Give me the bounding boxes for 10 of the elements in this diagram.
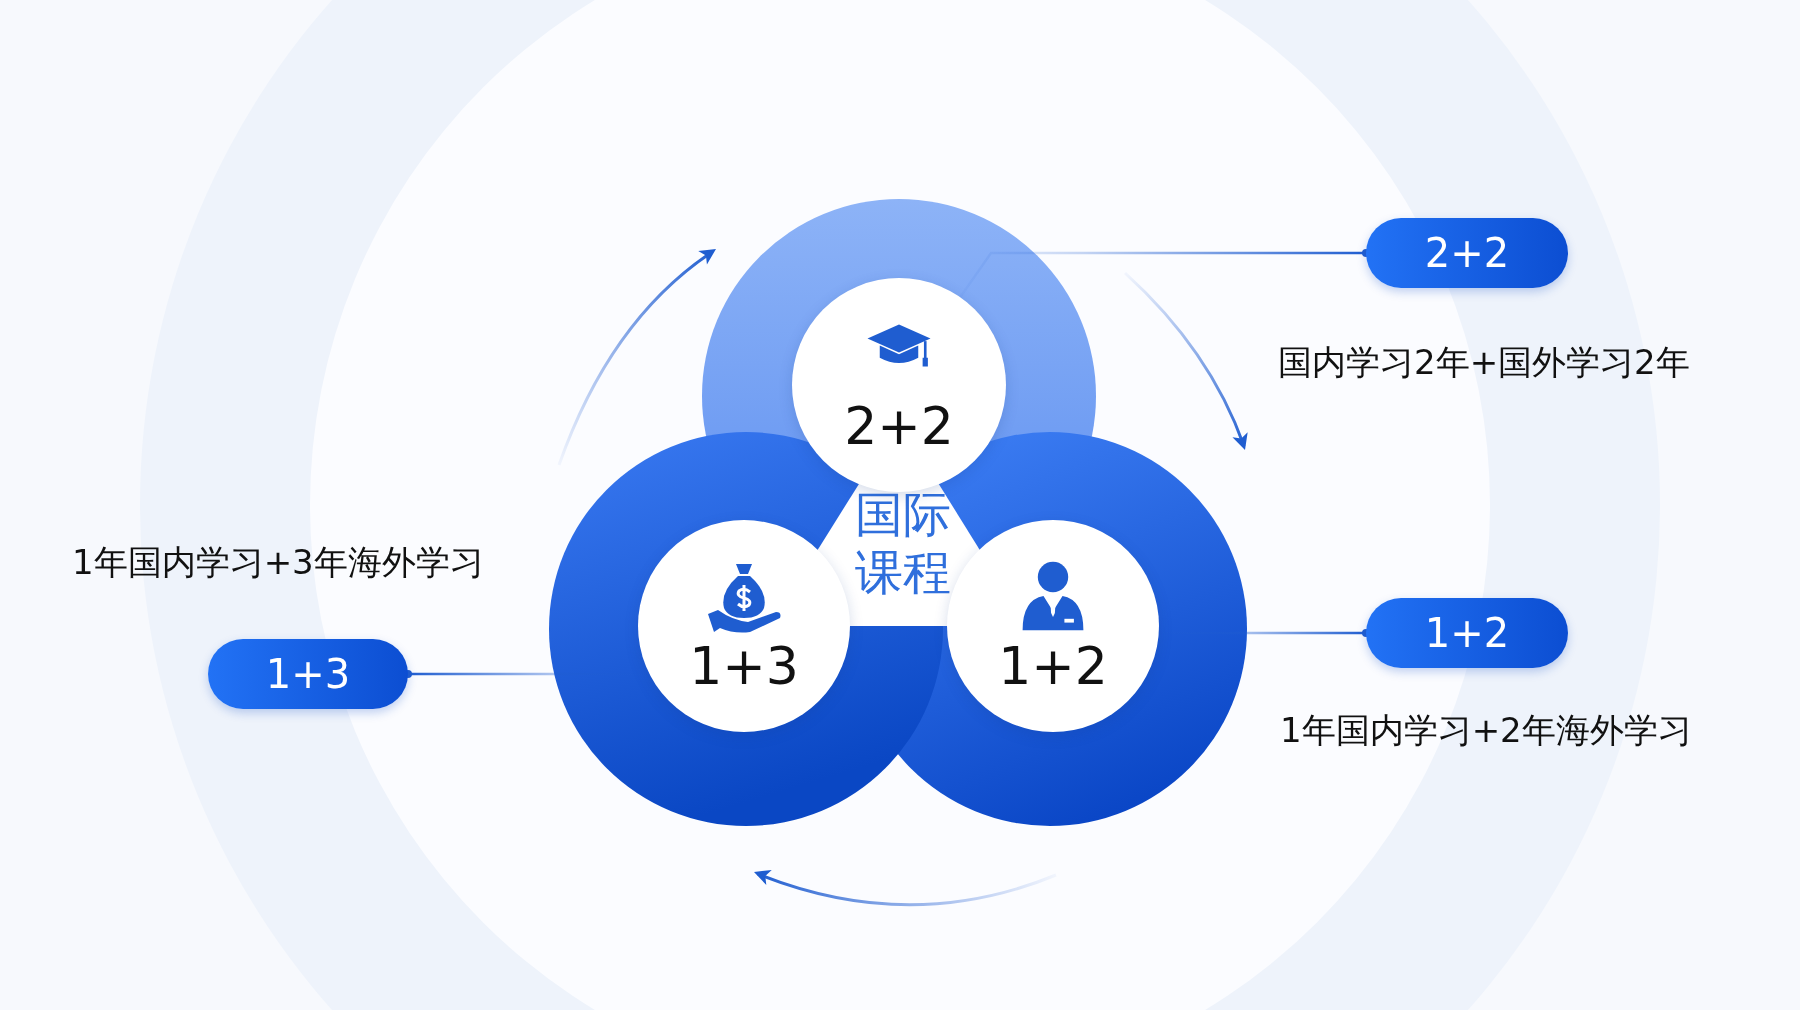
plan-description: 1年国内学习+3年海外学习 xyxy=(72,541,484,584)
pill-badge: 1+2 xyxy=(1366,598,1568,668)
pill-badge: 2+2 xyxy=(1366,218,1568,288)
plan-description: 1年国内学习+2年海外学习 xyxy=(1280,709,1692,752)
plan-number: 2+2 xyxy=(843,400,955,452)
plan-description: 国内学习2年+国外学习2年 xyxy=(1278,341,1690,384)
plan-number: 1+2 xyxy=(997,640,1109,692)
plan-number: 1+3 xyxy=(688,640,800,692)
center-title: 国际课程 xyxy=(855,486,951,602)
pill-badge: 1+3 xyxy=(208,639,408,709)
